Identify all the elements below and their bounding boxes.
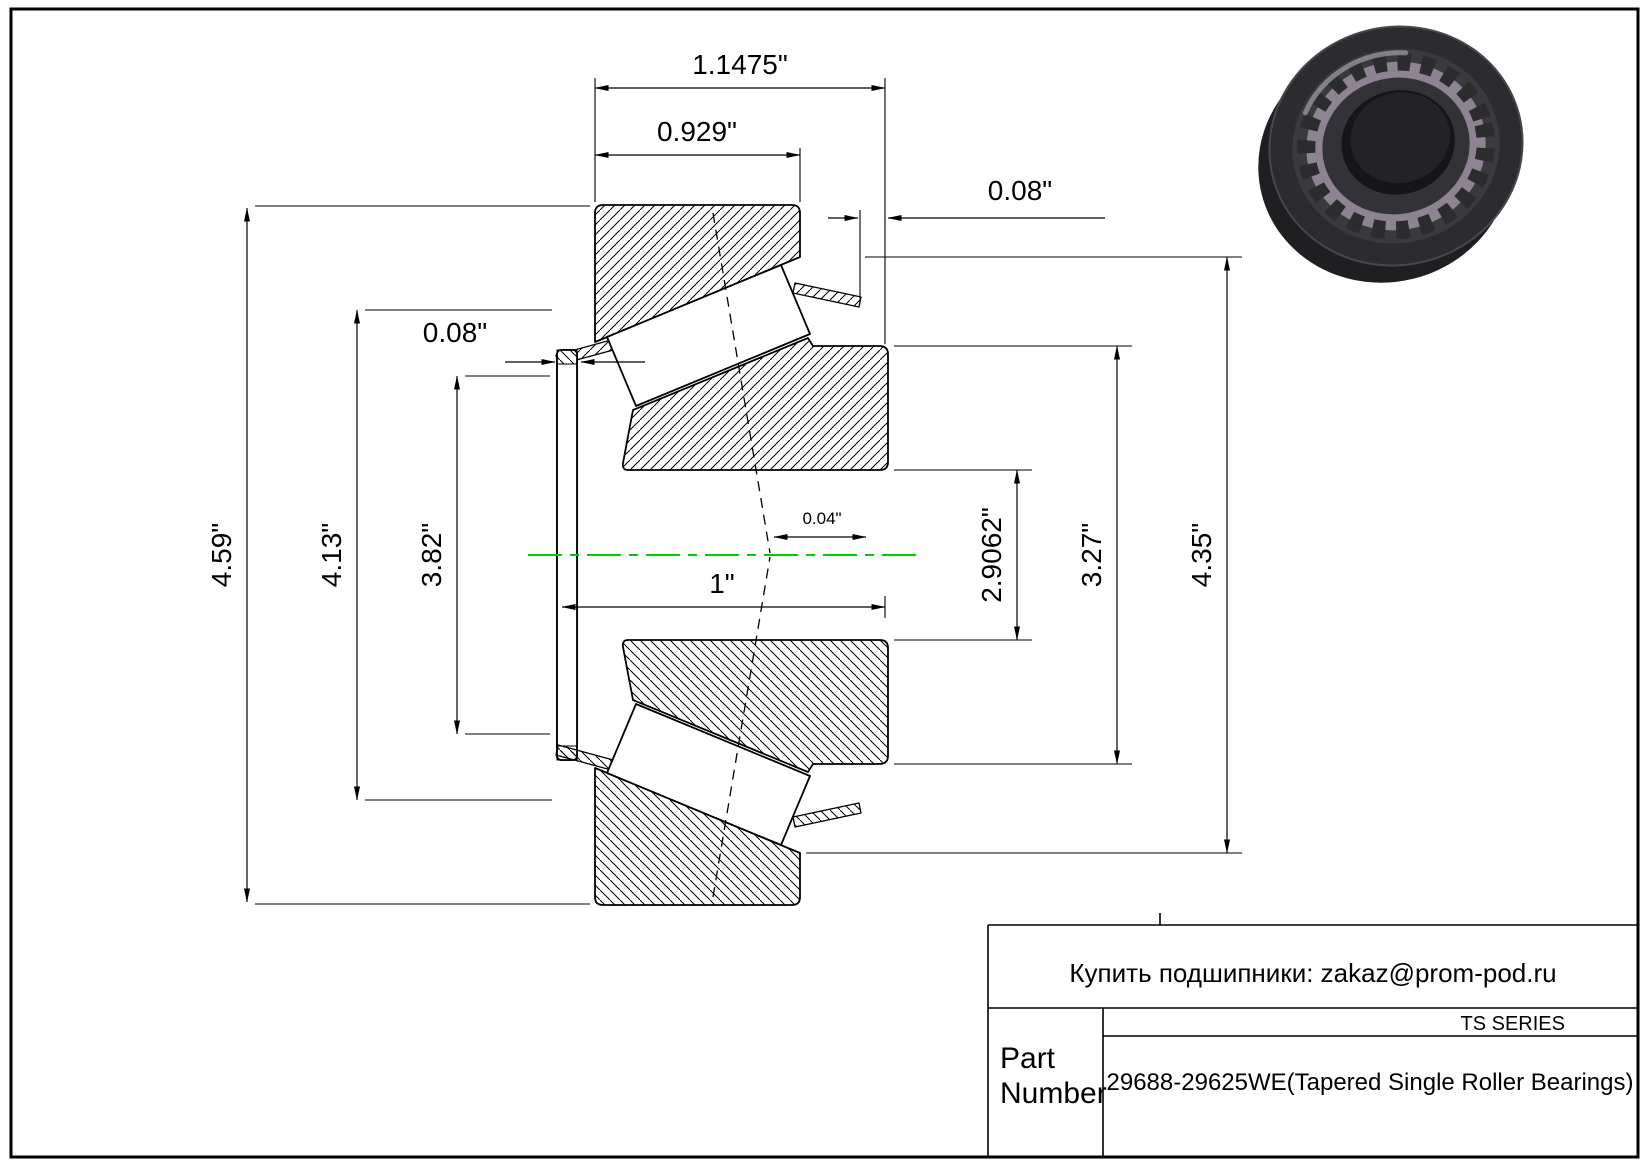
dim-3-27-label: 3.27" bbox=[1076, 523, 1107, 587]
part-number-text: 29688-29625WE(Tapered Single Roller Bear… bbox=[1107, 1069, 1634, 1096]
cage-right bbox=[792, 282, 862, 308]
dimension-lines bbox=[244, 85, 1230, 903]
page-border bbox=[9, 7, 1640, 1159]
bearing-highlight bbox=[1302, 50, 1409, 116]
dimension-labels: 1.1475" 0.929" 0.08" 0.08" 4.59" 4.13" 3… bbox=[206, 49, 1217, 603]
dim-outer-diameter-label: 4.59" bbox=[206, 523, 237, 587]
roller-axis-line bbox=[712, 212, 771, 554]
extension-lines bbox=[255, 78, 1242, 905]
roller bbox=[606, 264, 811, 407]
dim-bore-diameter-label: 2.9062" bbox=[976, 507, 1007, 603]
title-block-lines bbox=[987, 913, 1637, 1156]
dim-left-offset-label: 0.08" bbox=[423, 317, 487, 348]
cone-section bbox=[621, 337, 889, 471]
series-label: TS SERIES bbox=[1461, 1013, 1565, 1035]
dim-cup-width-label: 0.929" bbox=[657, 116, 737, 147]
title-block: Купить подшипники: zakaz@prom-pod.ru TS … bbox=[987, 913, 1637, 1156]
dim-3-82-label: 3.82" bbox=[416, 523, 447, 587]
dim-4-13-label: 4.13" bbox=[316, 523, 347, 587]
dim-cone-width-label: 1" bbox=[709, 568, 735, 599]
part-label-line2: Number bbox=[1000, 1077, 1107, 1110]
cup-section bbox=[594, 204, 801, 343]
dim-apex-offset-label: 0.04" bbox=[802, 509, 841, 528]
part-label-line1: Part bbox=[1000, 1042, 1056, 1075]
dim-right-offset-label: 0.08" bbox=[988, 175, 1052, 206]
dim-overall-width-label: 1.1475" bbox=[692, 49, 788, 80]
dim-4-35-label: 4.35" bbox=[1186, 523, 1217, 587]
contact-text: Купить подшипники: zakaz@prom-pod.ru bbox=[1069, 958, 1556, 988]
bearing-photo bbox=[1258, 25, 1524, 283]
bearing-rollers bbox=[1297, 52, 1495, 240]
